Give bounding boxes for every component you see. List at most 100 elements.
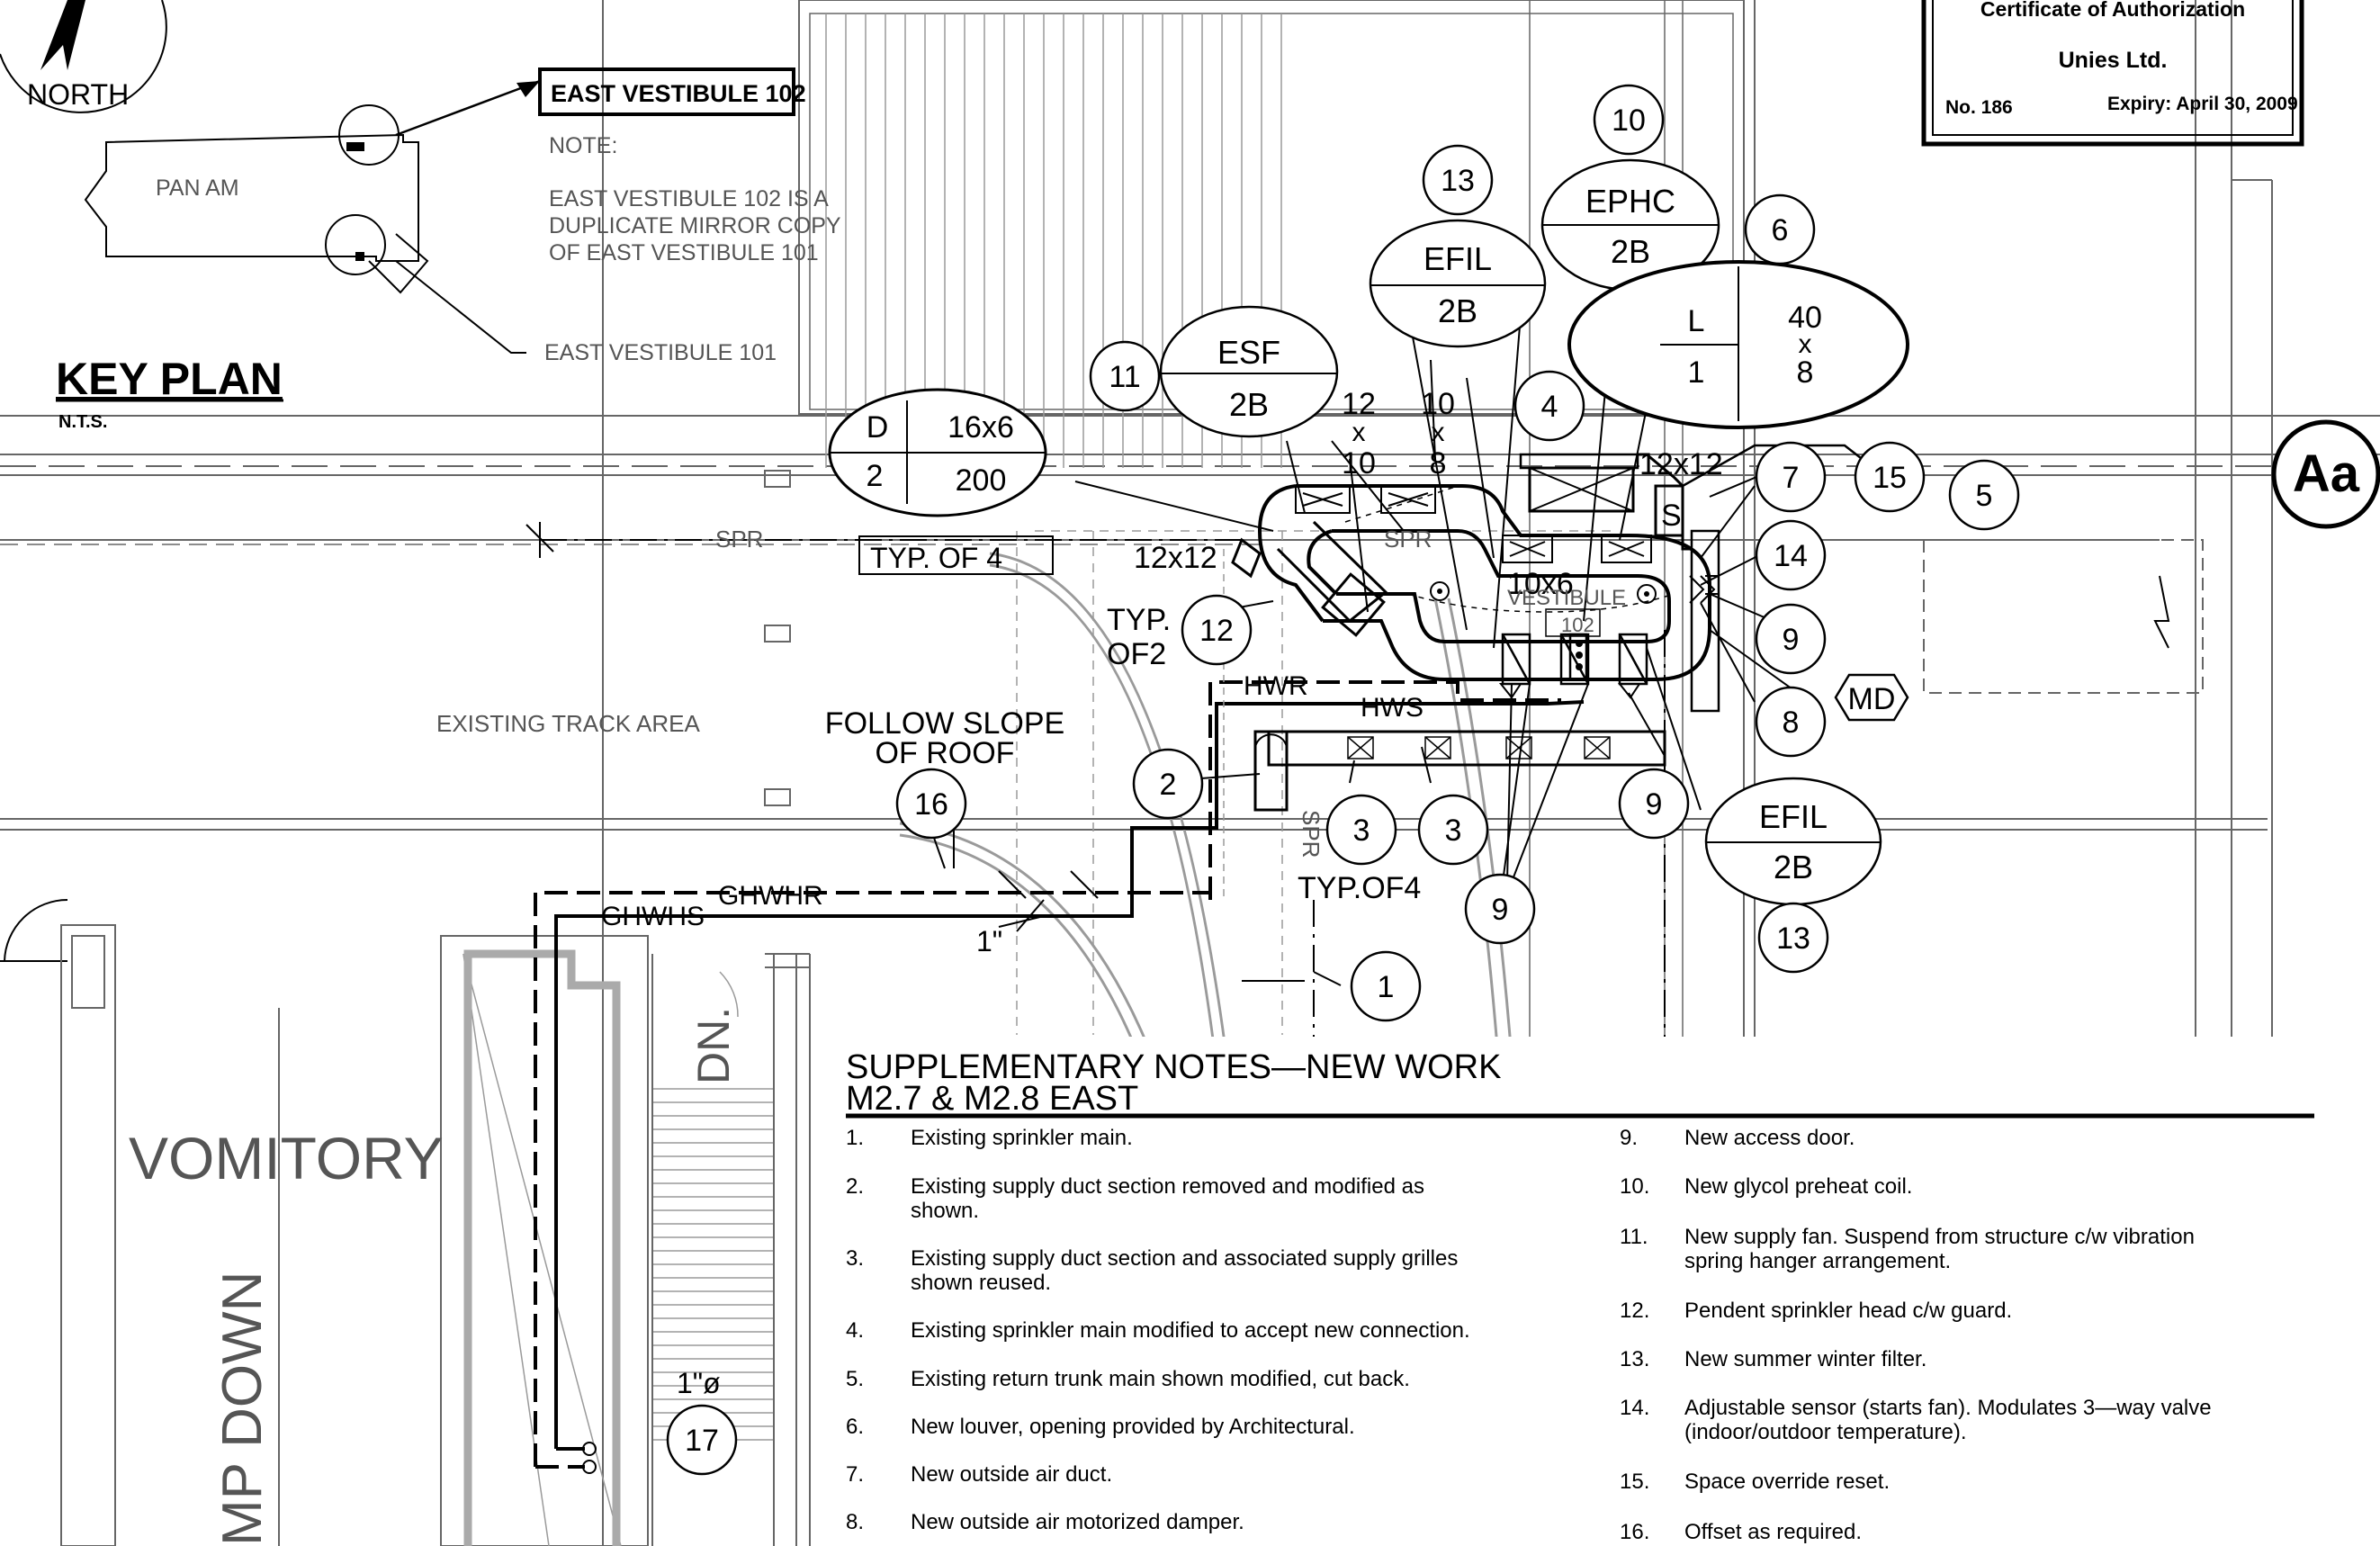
callouts: 1 2 3 3 4 5 6 7 8 9 9 9 9 10 11 12 13 13…: [666, 84, 2020, 1476]
note-8-text: New outside air motorized damper.: [911, 1510, 1244, 1534]
spr-label-3: SPR: [1298, 810, 1325, 858]
pipe-1in-label: 1": [976, 925, 1002, 957]
svg-text:15.: 15.: [1620, 1470, 1649, 1494]
svg-text:16.: 16.: [1620, 1520, 1649, 1544]
north-arrow: NORTH: [0, 0, 167, 113]
svg-text:3: 3: [1445, 813, 1462, 848]
svg-text:16: 16: [914, 787, 948, 822]
typ-of2-line2: OF2: [1107, 637, 1166, 671]
diffuser-type: D: [867, 410, 889, 445]
grid-bubble-aa: Aa: [2271, 419, 2380, 529]
follow-slope-line2: OF ROOF: [876, 736, 1015, 770]
callout-5: 5: [1948, 459, 2020, 531]
north-label: NORTH: [27, 78, 129, 111]
svg-text:9: 9: [1783, 623, 1800, 657]
typ-of4-label: TYP.OF4: [1298, 871, 1421, 905]
notes-col-left: 1. Existing sprinkler main. 2. Existing …: [846, 1126, 1470, 1534]
duct-10x8-b: x: [1432, 418, 1445, 447]
diffuser-cfm: 200: [956, 463, 1007, 498]
svg-text:5: 5: [1976, 479, 1993, 513]
svg-text:4.: 4.: [846, 1318, 864, 1343]
certificate-stamp: Certificate of Authorization Unies Ltd. …: [1921, 0, 2304, 147]
note-7-text: New outside air duct.: [911, 1462, 1112, 1487]
note-14-text-b: (indoor/outdoor temperature).: [1684, 1420, 1967, 1444]
callout-10: 10: [1593, 84, 1665, 156]
louver-type: L: [1688, 304, 1705, 338]
pipe-1in-dia-label: 1"ø: [677, 1367, 721, 1399]
svg-text:9: 9: [1492, 893, 1509, 927]
key-plan: PAN AM EAST VESTIBULE 102 NOTE: EAST VES…: [56, 67, 841, 432]
louver-size-h: 8: [1797, 355, 1814, 390]
note-1-text: Existing sprinkler main.: [911, 1126, 1133, 1150]
callout-3b: 3: [1417, 794, 1489, 866]
vestibule-102-title: EAST VESTIBULE 102: [551, 80, 806, 107]
key-plan-building-label: PAN AM: [156, 175, 239, 201]
tag-louver: L 1 40 x 8: [1567, 260, 1909, 429]
note-line-2: DUPLICATE MIRROR COPY: [549, 213, 841, 238]
note-5-text: Existing return trunk main shown modifie…: [911, 1367, 1410, 1391]
svg-text:4: 4: [1541, 390, 1558, 424]
svg-text:12.: 12.: [1620, 1299, 1649, 1323]
duct-12x10-c: 10: [1342, 446, 1376, 481]
callout-3a: 3: [1325, 794, 1397, 866]
note-11-text-a: New supply fan. Suspend from structure c…: [1684, 1225, 2195, 1249]
duct-12x10-a: 12: [1342, 387, 1376, 421]
louver-qty: 1: [1688, 355, 1705, 390]
svg-text:13.: 13.: [1620, 1347, 1649, 1371]
room-number: 102: [1561, 614, 1594, 636]
duct-size-10x6: 10x6: [1507, 567, 1574, 601]
svg-text:2.: 2.: [846, 1174, 864, 1199]
note-label: NOTE:: [549, 133, 617, 158]
svg-text:6: 6: [1772, 213, 1789, 247]
ramp-down-label: MP DOWN: [211, 1272, 274, 1546]
callout-15: 15: [1854, 441, 1926, 513]
note-4-text: Existing sprinkler main modified to acce…: [911, 1318, 1470, 1343]
svg-text:13: 13: [1776, 921, 1810, 956]
ghwhs-label: GHWHS: [601, 902, 705, 931]
tag-efil-lower: EFIL 2B: [1704, 777, 1882, 906]
vomitory-label: VOMITORY: [129, 1125, 444, 1191]
callout-17: 17: [666, 1404, 738, 1476]
key-plan-scale: N.T.S.: [58, 412, 107, 432]
duct-10x8-c: 8: [1430, 446, 1447, 481]
grid-bubble-label: Aa: [2293, 445, 2360, 503]
svg-text:11.: 11.: [1620, 1225, 1648, 1249]
note-14-text-a: Adjustable sensor (starts fan). Modulate…: [1684, 1396, 2212, 1420]
dn-label: DN.: [688, 1007, 739, 1084]
callout-1: 1: [1350, 950, 1422, 1022]
diffuser-qty: 2: [867, 459, 884, 493]
callout-12: 12: [1181, 594, 1253, 666]
svg-text:10.: 10.: [1620, 1174, 1649, 1199]
ephc-top: EPHC: [1585, 183, 1675, 220]
tag-ephc: EPHC 2B: [1540, 158, 1720, 292]
svg-text:6.: 6.: [846, 1415, 864, 1439]
note-13-text: New summer winter filter.: [1684, 1347, 1926, 1371]
key-plan-title: KEY PLAN: [56, 354, 283, 404]
notes-title-line1: SUPPLEMENTARY NOTES—NEW WORK: [846, 1048, 1501, 1086]
svg-text:12: 12: [1199, 614, 1234, 648]
svg-text:10: 10: [1612, 103, 1646, 138]
callout-2: 2: [1132, 748, 1204, 820]
svg-text:3.: 3.: [846, 1246, 864, 1271]
note-2-text-a: Existing supply duct section removed and…: [911, 1174, 1424, 1199]
note-6-text: New louver, opening provided by Architec…: [911, 1415, 1355, 1439]
existing-track-area: EXISTING TRACK AREA: [436, 710, 700, 737]
typ-of-4-box: TYP. OF 4: [870, 542, 1002, 574]
plan-labels: SPR SPR SPR SPR TYP. OF 4 12x12 12x12 12…: [129, 387, 1723, 1546]
note-11-text-b: spring hanger arrangement.: [1684, 1249, 1951, 1273]
typ-of2-line1: TYP.: [1107, 603, 1171, 637]
certificate-company: Unies Ltd.: [2059, 48, 2168, 73]
duct-10x8-a: 10: [1421, 387, 1455, 421]
efil-lower-top: EFIL: [1759, 798, 1828, 835]
duct-size-12x12-a: 12x12: [1134, 541, 1217, 575]
louver-size-x: x: [1799, 329, 1812, 359]
callout-16: 16: [895, 768, 967, 840]
svg-text:9.: 9.: [1620, 1126, 1638, 1150]
svg-text:7.: 7.: [846, 1462, 864, 1487]
louver-size-w: 40: [1788, 301, 1822, 335]
notes-col-right: 9. New access door. 10. New glycol prehe…: [1620, 1126, 2212, 1544]
duct-12x10-b: x: [1352, 418, 1366, 447]
callout-13a: 13: [1422, 144, 1494, 216]
svg-text:11: 11: [1109, 360, 1140, 394]
efil-lower-bottom: 2B: [1774, 849, 1813, 885]
